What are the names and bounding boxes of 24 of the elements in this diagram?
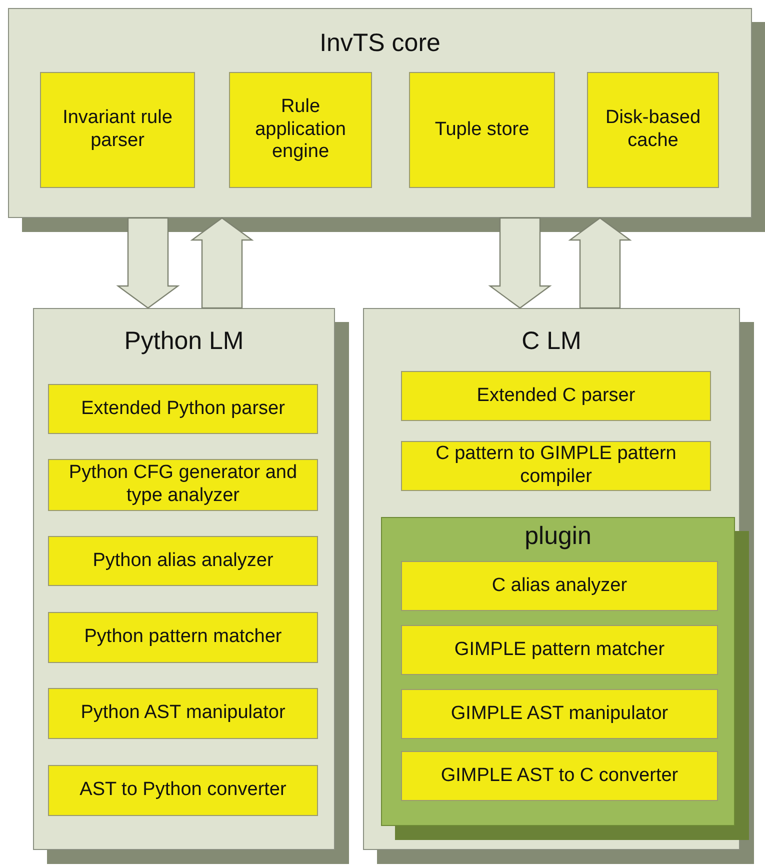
component-box: AST to Python converter — [48, 765, 318, 816]
panel-heading: InvTS core — [318, 29, 442, 58]
component-box: Rule application engine — [229, 72, 372, 188]
component-box: C pattern to GIMPLE pattern compiler — [401, 441, 711, 491]
component-box: GIMPLE AST to C converter — [401, 751, 718, 801]
panel-heading: plugin — [524, 522, 592, 551]
component-box: Extended Python parser — [48, 384, 318, 434]
component-box: GIMPLE AST manipulator — [401, 689, 718, 739]
component-box: C alias analyzer — [401, 561, 718, 611]
block-arrow — [488, 217, 552, 309]
component-box: Extended C parser — [401, 371, 711, 421]
panel-heading: Python LM — [123, 327, 245, 356]
component-box: Disk-based cache — [587, 72, 719, 188]
block-arrow — [190, 217, 254, 309]
panel-heading: C LM — [520, 327, 582, 356]
block-arrow — [568, 217, 632, 309]
component-box: Python AST manipulator — [48, 688, 318, 739]
component-box: Python CFG generator and type analyzer — [48, 459, 318, 511]
component-box: Python pattern matcher — [48, 612, 318, 663]
component-box: Invariant rule parser — [40, 72, 195, 188]
component-box: Tuple store — [409, 72, 555, 188]
component-box: GIMPLE pattern matcher — [401, 625, 718, 675]
block-arrow — [116, 217, 180, 309]
component-box: Python alias analyzer — [48, 536, 318, 586]
